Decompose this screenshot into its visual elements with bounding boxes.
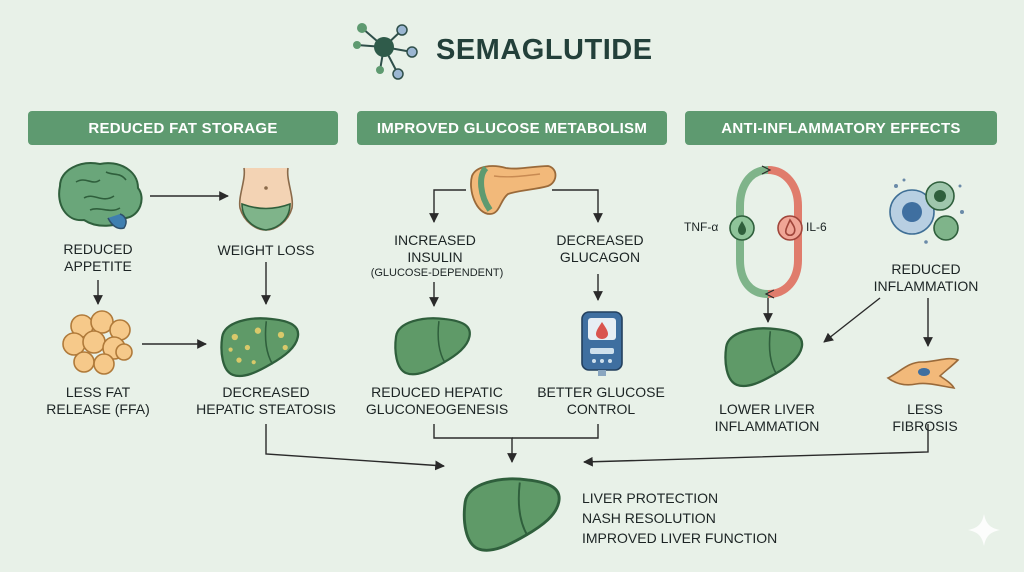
outcome-nash-resolution: NASH RESOLUTION — [582, 510, 716, 526]
liver-gluconeogenesis-icon — [394, 317, 471, 376]
sparkle-icon — [968, 514, 1000, 546]
page-title: SEMAGLUTIDE — [436, 34, 653, 66]
label-glucose-dependent: (GLUCOSE-DEPENDENT) — [370, 267, 504, 279]
label-reduced-inflammation: REDUCED INFLAMMATION — [873, 261, 979, 294]
label-decreased-steatosis: DECREASED HEPATIC STEATOSIS — [196, 384, 336, 417]
header-anti-inflammatory-effects: ANTI-INFLAMMATORY EFFECTS — [685, 111, 997, 145]
arrows — [93, 189, 933, 471]
outcome-improved-liver-function: IMPROVED LIVER FUNCTION — [582, 530, 778, 546]
label-decreased-glucagon: DECREASED GLUCAGON — [556, 232, 644, 265]
brain-icon — [58, 162, 143, 230]
label-less-fibrosis: LESS FIBROSIS — [892, 401, 958, 434]
glucose-meter-icon — [581, 311, 623, 376]
immune-cells-icon — [889, 178, 964, 244]
waist-icon — [238, 167, 294, 231]
label-tnf-alpha: TNF-α — [684, 220, 719, 234]
fat-cells-icon — [62, 310, 133, 375]
label-increased-insulin: INCREASED INSULIN — [394, 232, 476, 265]
final-liver-icon — [462, 477, 561, 552]
liver-inflammation-icon — [724, 327, 804, 388]
label-reduced-appetite: REDUCED APPETITE — [63, 241, 133, 274]
label-il-6: IL-6 — [806, 220, 827, 234]
fatty-liver-icon — [220, 317, 300, 378]
molecule-icon — [353, 23, 418, 80]
label-reduced-gluconeogenesis: REDUCED HEPATIC GLUCONEOGENESIS — [365, 384, 509, 417]
cytokine-cycle-icon — [729, 165, 803, 299]
header-reduced-fat-storage: REDUCED FAT STORAGE — [28, 111, 338, 145]
fibroblast-icon — [886, 357, 960, 390]
outcome-liver-protection: LIVER PROTECTION — [582, 490, 719, 506]
label-weight-loss: WEIGHT LOSS — [217, 242, 315, 258]
label-lower-liver-inflammation: LOWER LIVER INFLAMMATION — [714, 401, 820, 434]
label-less-fat-release: LESS FAT RELEASE (FFA) — [46, 384, 150, 417]
header-improved-glucose-metabolism: IMPROVED GLUCOSE METABOLISM — [357, 111, 667, 145]
pancreas-icon — [470, 165, 557, 215]
label-better-glucose-control: BETTER GLUCOSE CONTROL — [537, 384, 665, 417]
